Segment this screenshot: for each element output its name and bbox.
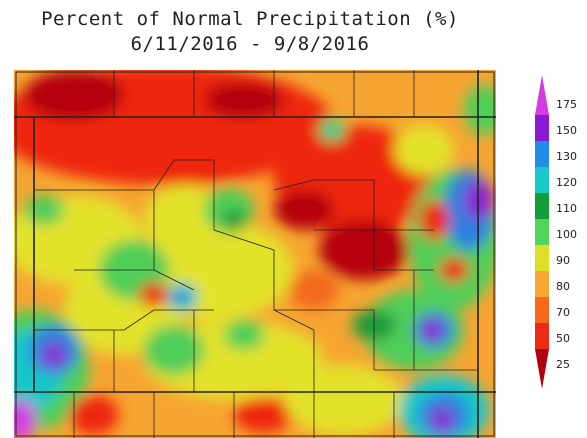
color-legend — [535, 75, 549, 389]
legend-label-25: 25 — [556, 358, 570, 371]
legend-label-80: 80 — [556, 280, 570, 293]
boundaries — [14, 70, 496, 438]
legend-swatch-130 — [535, 141, 549, 167]
legend-swatch-150 — [535, 115, 549, 141]
map-period: 6/11/2016 - 9/8/2016 — [130, 33, 370, 55]
legend-swatch-80 — [535, 271, 549, 297]
legend-swatch-175 — [535, 75, 549, 115]
legend-label-70: 70 — [556, 306, 570, 319]
legend-swatch-120 — [535, 167, 549, 193]
legend-swatch-110 — [535, 193, 549, 219]
map-title: Percent of Normal Precipitation (%) — [41, 8, 459, 30]
legend-swatch-90 — [535, 245, 549, 271]
legend-bar — [535, 75, 549, 389]
legend-swatch-70 — [535, 297, 549, 323]
legend-label-50: 50 — [556, 332, 570, 345]
legend-swatch-100 — [535, 219, 549, 245]
legend-label-130: 130 — [556, 150, 577, 163]
legend-label-90: 90 — [556, 254, 570, 267]
legend-label-150: 150 — [556, 124, 577, 137]
legend-label-110: 110 — [556, 202, 577, 215]
region-north-darkred — [24, 70, 124, 120]
precipitation-map — [14, 70, 496, 438]
legend-swatch-25 — [535, 349, 549, 389]
legend-label-175: 175 — [556, 98, 577, 111]
region-south-red — [234, 397, 294, 433]
legend-label-100: 100 — [556, 228, 577, 241]
legend-swatch-50 — [535, 323, 549, 349]
legend-label-120: 120 — [556, 176, 577, 189]
